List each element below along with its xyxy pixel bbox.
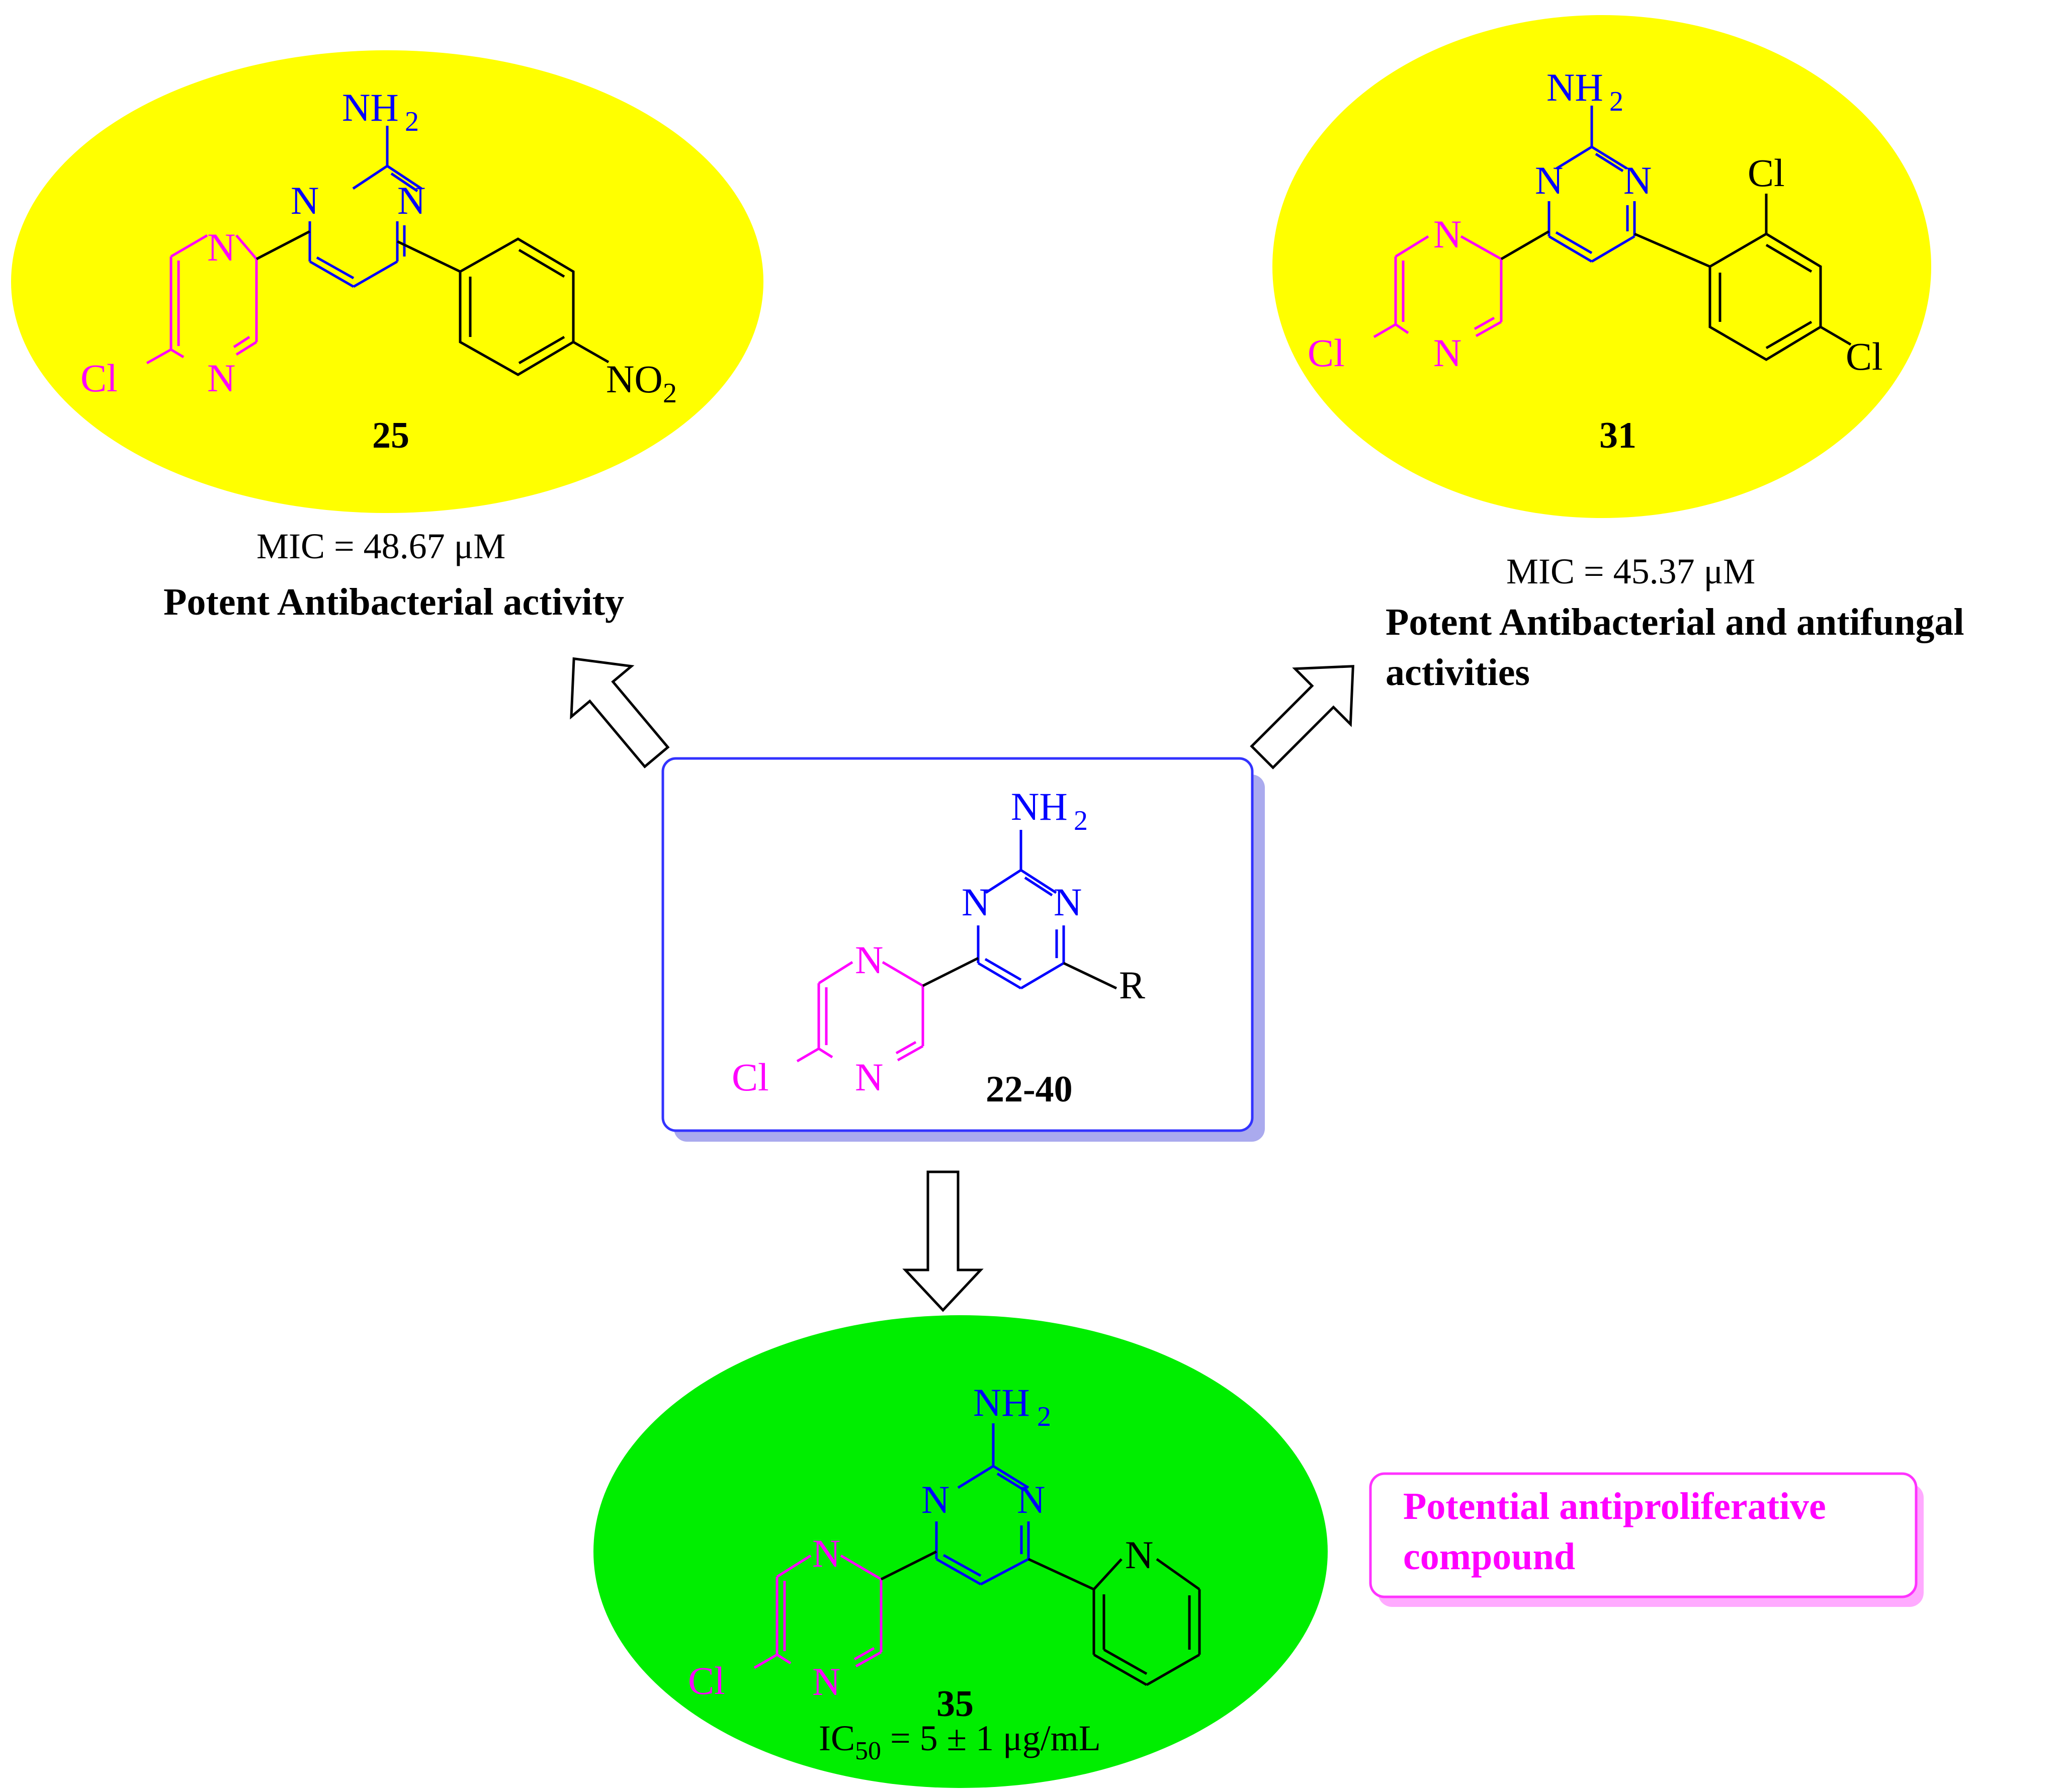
compound-25-structure: NH 2 N N N N Cl NO 2 25 xyxy=(80,86,677,456)
subscript: 2 xyxy=(405,106,419,137)
cl-atom: Cl xyxy=(1308,331,1345,375)
cl-atom: Cl xyxy=(688,1659,725,1702)
compound-31-activity-line-2: activities xyxy=(1386,651,1530,694)
n-atom: N xyxy=(855,1055,883,1099)
n-atom: NH xyxy=(342,86,399,129)
note-box xyxy=(1369,1472,1918,1598)
compound-25-activity: Potent Antibacterial activity xyxy=(163,581,624,623)
compound-31-structure: NH 2 N N N N Cl Cl Cl 31 xyxy=(1308,65,1883,456)
hollow-arrow-down-icon xyxy=(902,1170,984,1312)
n-atom: N xyxy=(1433,212,1461,256)
compound-25-ellipse xyxy=(11,50,763,513)
n-atom: N xyxy=(1054,880,1082,924)
n-atom: N xyxy=(1017,1478,1045,1521)
note-line-1: Potential antiproliferative xyxy=(1403,1485,1826,1527)
n-atom: N xyxy=(1433,331,1461,375)
n-atom: N xyxy=(397,179,425,222)
r-group: R xyxy=(1119,963,1145,1007)
cl-atom: Cl xyxy=(80,356,118,400)
n-atom: N xyxy=(812,1531,840,1575)
hollow-arrow-up-left-icon xyxy=(570,657,670,769)
cl-atom: Cl xyxy=(1748,151,1785,195)
compound-35-ic50: IC50 = 5 ± 1 μg/mL xyxy=(819,1718,1101,1765)
cl-atom: Cl xyxy=(732,1055,769,1099)
compound-35-ellipse xyxy=(593,1315,1328,1788)
subscript: 2 xyxy=(1609,86,1623,117)
no2-group: NO xyxy=(606,357,663,401)
scaffold-label: 22-40 xyxy=(986,1069,1073,1110)
compound-25-mic: MIC = 48.67 μM xyxy=(256,526,505,566)
cl-atom: Cl xyxy=(1846,334,1883,378)
n-atom: N xyxy=(1535,158,1563,202)
n-atom: NH xyxy=(973,1381,1030,1424)
compound-35-structure: NH 2 N N N N Cl N 35 xyxy=(688,1381,1201,1725)
n-atom: NH xyxy=(1546,65,1603,109)
compound-35-label: 35 xyxy=(936,1683,974,1725)
note-line-2: compound xyxy=(1403,1535,1575,1578)
n-atom: N xyxy=(855,938,883,982)
n-atom: N xyxy=(207,225,235,269)
n-atom: N xyxy=(962,880,990,924)
subscript: 2 xyxy=(1074,805,1088,836)
compound-31-ellipse xyxy=(1272,15,1931,518)
n-atom: N xyxy=(291,179,319,222)
n-atom: N xyxy=(812,1660,840,1703)
compound-31-label: 31 xyxy=(1599,415,1636,456)
n-atom: N xyxy=(1623,158,1652,202)
n-atom: NH xyxy=(1011,785,1068,828)
n-atom: N xyxy=(1125,1533,1153,1577)
n-atom: N xyxy=(207,356,235,400)
subscript: 2 xyxy=(1037,1401,1051,1432)
scaffold-structure: NH 2 N N N N Cl R 22-40 xyxy=(732,785,1145,1110)
compound-31-activity-line-1: Potent Antibacterial and antifungal xyxy=(1386,601,1964,643)
subscript: 2 xyxy=(663,378,677,409)
hollow-arrow-up-right-icon xyxy=(1250,665,1354,770)
scaffold-box xyxy=(661,757,1254,1132)
n-atom: N xyxy=(921,1478,950,1521)
compound-31-mic: MIC = 45.37 μM xyxy=(1506,551,1755,591)
compound-25-label: 25 xyxy=(372,415,409,456)
